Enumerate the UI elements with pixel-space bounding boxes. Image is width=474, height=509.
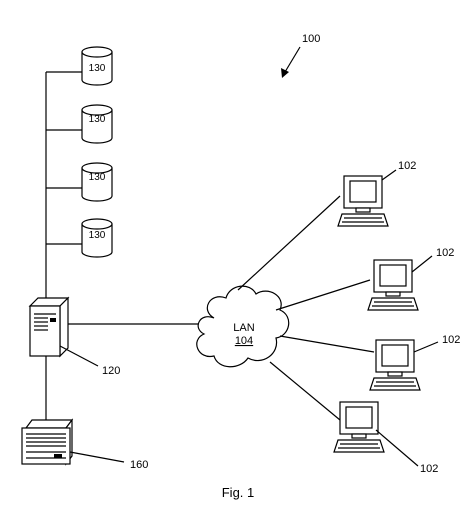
system-ref-arrow [284, 46, 301, 73]
storage-ref-label: 130 [89, 114, 106, 125]
lan-name-label: LAN [233, 322, 254, 334]
lan-client-link [237, 195, 341, 291]
system-ref-arrowhead [281, 68, 289, 78]
client-leader-line [411, 255, 433, 273]
client-ref-label: 102 [420, 463, 438, 475]
lan-client-link [269, 361, 341, 421]
figure-caption: Fig. 1 [222, 485, 255, 500]
workstation-icon [333, 401, 385, 453]
workstation-icon [369, 339, 421, 391]
storage-ref-label: 130 [89, 230, 106, 241]
client-ref-label: 102 [398, 160, 416, 172]
lan-cloud [196, 285, 290, 368]
system-ref-label: 100 [302, 33, 320, 45]
printer-leader-line [69, 451, 125, 463]
client-ref-label: 102 [436, 247, 454, 259]
lan-client-link [279, 335, 375, 353]
storage-ref-label: 130 [89, 172, 106, 183]
client-leader-line [413, 341, 439, 353]
storage-device: 130 [46, 218, 113, 258]
lan-client-link [275, 279, 371, 311]
printer-ref-label: 160 [130, 459, 148, 471]
client-leader-line [375, 429, 419, 467]
client-ref-label: 102 [442, 334, 460, 346]
storage-device: 130 [46, 104, 113, 144]
workstation-icon [337, 175, 389, 227]
storage-ref-label: 130 [89, 63, 106, 74]
server-leader-line [59, 345, 99, 367]
storage-device: 130 [46, 46, 113, 86]
printer-icon [21, 418, 74, 466]
client-leader-line [381, 169, 397, 181]
workstation-icon [367, 259, 419, 311]
storage-device: 130 [46, 162, 113, 202]
lan-ref-label: 104 [235, 335, 253, 347]
system-reference: 100 [281, 33, 320, 78]
server-ref-label: 120 [102, 365, 120, 377]
server-icon [28, 296, 70, 358]
